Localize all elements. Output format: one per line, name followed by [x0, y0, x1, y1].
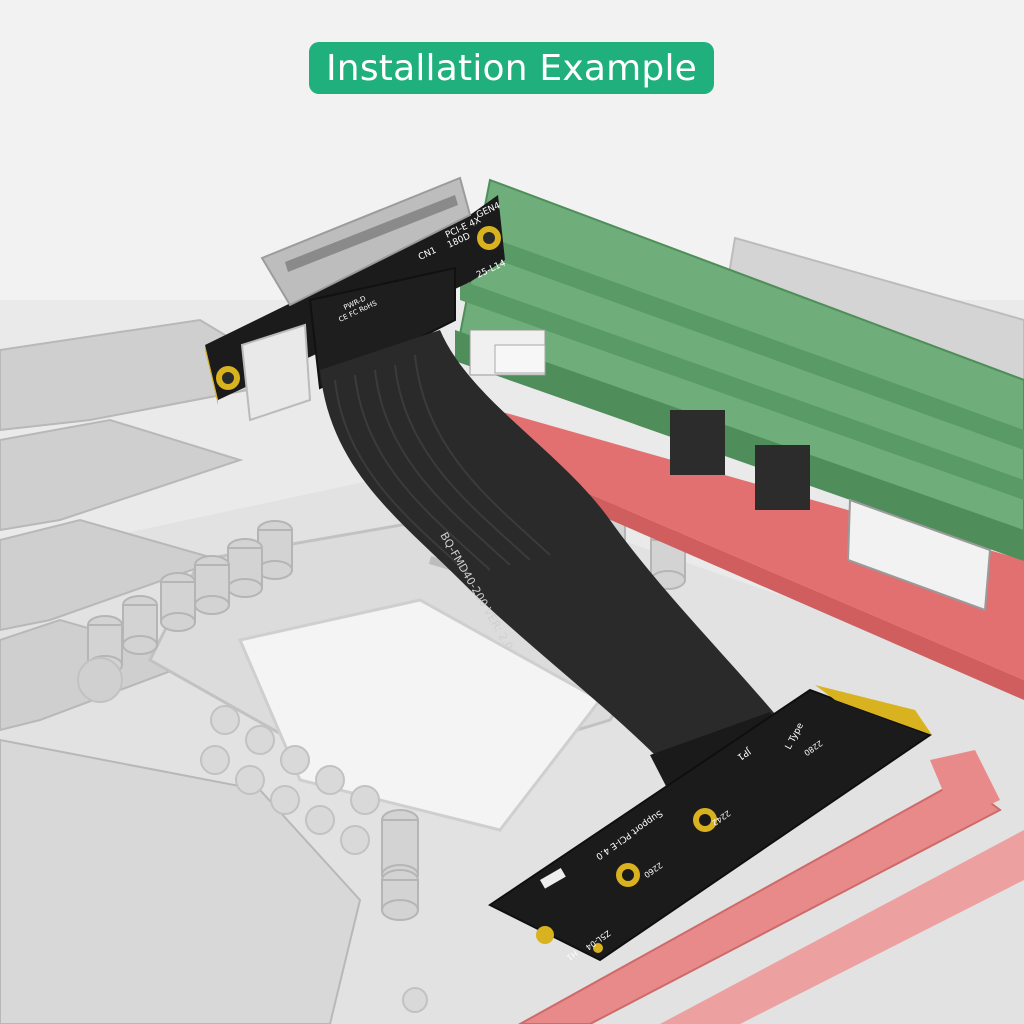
small-components	[77, 657, 428, 1013]
m2-adapter-board: L Type 2280 2242 2260 JP1 Support PCI-E …	[488, 685, 933, 962]
pcie-slot-pink	[517, 750, 1024, 1024]
riser-top-board: PCI-E 4X GEN4 180D CN1 25-L14 PWR-D CE F…	[205, 176, 508, 422]
title-text: Installation Example	[325, 47, 697, 89]
ram-sticks	[453, 178, 1024, 612]
title-badge: Installation Example	[309, 42, 714, 94]
